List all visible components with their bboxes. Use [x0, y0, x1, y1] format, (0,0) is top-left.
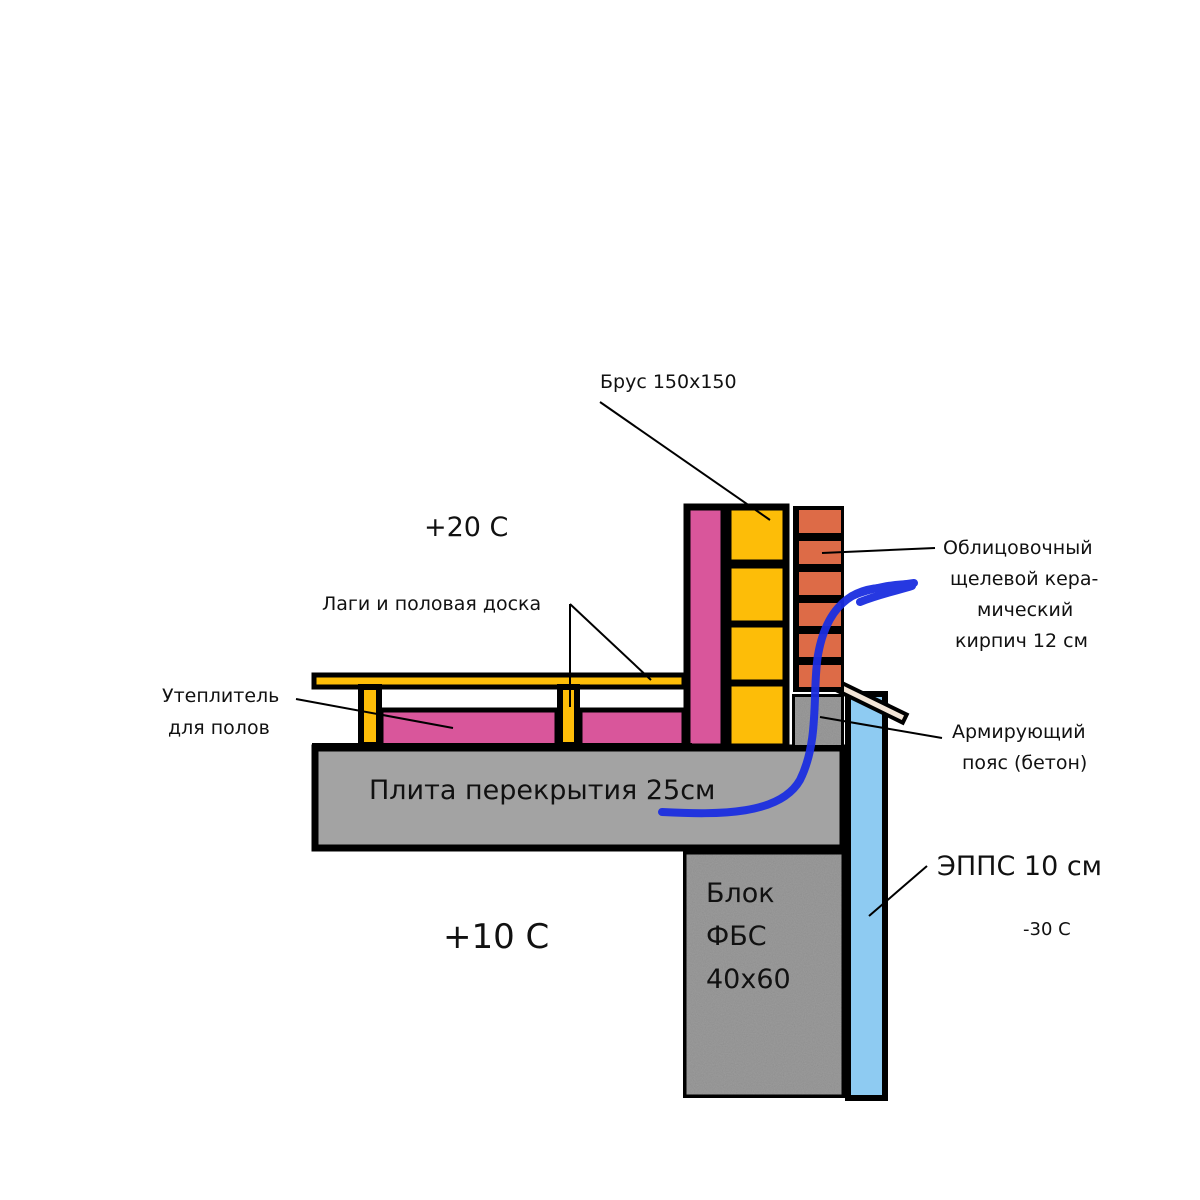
label-epps: ЭППС 10 см [937, 851, 1102, 882]
leader-beam [599, 401, 771, 521]
label-brick-3: мический [977, 599, 1073, 621]
label-temp-interior: +20 С [424, 512, 508, 543]
floor-board [311, 672, 687, 690]
heat-flow-arrow [658, 579, 918, 818]
floor-insulation [378, 707, 560, 749]
label-block-2: ФБС [706, 921, 767, 952]
label-belt-2: пояс (бетон) [962, 752, 1087, 774]
joist [358, 684, 382, 748]
brick-cladding [793, 506, 844, 692]
label-floor-insulation-2: для полов [168, 717, 270, 739]
beam [724, 679, 790, 751]
label-brick-4: кирпич 12 см [955, 630, 1088, 652]
floor-slab [311, 744, 847, 852]
label-slab: Плита перекрытия 25см [369, 775, 715, 806]
beam [724, 503, 790, 567]
beam [724, 620, 790, 687]
leader-brick [821, 547, 936, 554]
label-block-1: Блок [706, 878, 775, 909]
label-belt-1: Армирующий [952, 721, 1086, 743]
label-block-3: 40x60 [706, 964, 791, 995]
label-temp-basement: +10 С [443, 917, 549, 957]
beam [724, 561, 790, 628]
brick [799, 572, 841, 595]
floor-insulation [577, 707, 687, 749]
label-brick-1: Облицовочный [943, 537, 1093, 559]
leader-floor-insulation [295, 698, 454, 729]
label-floor-insulation-1: Утеплитель [162, 685, 279, 707]
brick [799, 510, 841, 533]
leader-lines [295, 401, 943, 917]
fbs-block [679, 847, 849, 1102]
timber-beams [724, 503, 790, 751]
leader-epps [868, 865, 928, 917]
brick [799, 665, 841, 687]
brick [799, 541, 841, 564]
floor-base-line [312, 743, 692, 749]
label-temp-exterior: -30 С [1023, 919, 1071, 940]
label-joists: Лаги и половая доска [322, 593, 541, 615]
wall-insulation [683, 503, 728, 751]
label-beam: Брус 150x150 [600, 371, 737, 393]
joist [557, 684, 580, 748]
label-brick-2: щелевой кера- [950, 568, 1098, 590]
leader-belt [819, 716, 943, 739]
leader-joists-2 [569, 603, 652, 681]
epps-insulation [845, 691, 888, 1101]
